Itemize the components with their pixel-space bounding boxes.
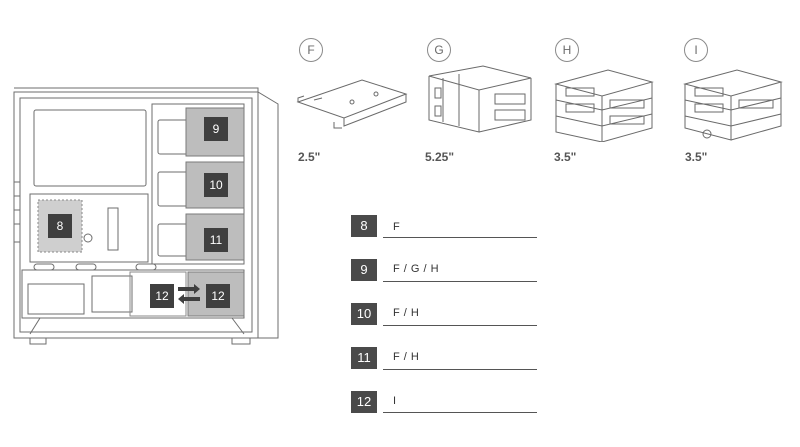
- legend-number: 11: [351, 347, 377, 369]
- legend-underline: [383, 237, 537, 238]
- bracket-letter-h: H: [555, 38, 579, 62]
- legend-compatible: F / H: [393, 307, 420, 319]
- bay-badge-11: 11: [204, 228, 228, 252]
- legend-underline: [383, 325, 537, 326]
- legend-compatible: F / G / H: [393, 263, 440, 275]
- legend-underline: [383, 369, 537, 370]
- bracket-i-drawing: [683, 69, 783, 141]
- legend-number: 10: [351, 303, 377, 325]
- legend-number: 9: [351, 259, 377, 281]
- bay-badge-9: 9: [204, 117, 228, 141]
- legend-compatible: F: [393, 221, 401, 233]
- bay-badge-12-left: 12: [150, 284, 174, 308]
- bracket-h-drawing: [554, 69, 654, 142]
- bracket-size-i: 3.5": [685, 150, 708, 164]
- bay-badge-8: 8: [48, 214, 72, 238]
- bracket-g-drawing: [428, 65, 532, 133]
- legend-underline: [383, 281, 537, 282]
- bracket-f-drawing: [296, 79, 408, 129]
- bracket-letter-g: G: [427, 38, 451, 62]
- bay-badge-12-right: 12: [206, 284, 230, 308]
- bracket-size-h: 3.5": [554, 150, 577, 164]
- bay-badge-10: 10: [204, 173, 228, 197]
- bracket-letter-i: I: [684, 38, 708, 62]
- legend-number: 8: [351, 215, 377, 237]
- bracket-size-f: 2.5": [298, 150, 321, 164]
- legend-number: 12: [351, 391, 377, 413]
- legend-compatible: F / H: [393, 351, 420, 363]
- bracket-size-g: 5.25": [425, 150, 455, 164]
- legend-underline: [383, 412, 537, 413]
- bracket-letter-f: F: [299, 38, 323, 62]
- legend-compatible: I: [393, 395, 397, 407]
